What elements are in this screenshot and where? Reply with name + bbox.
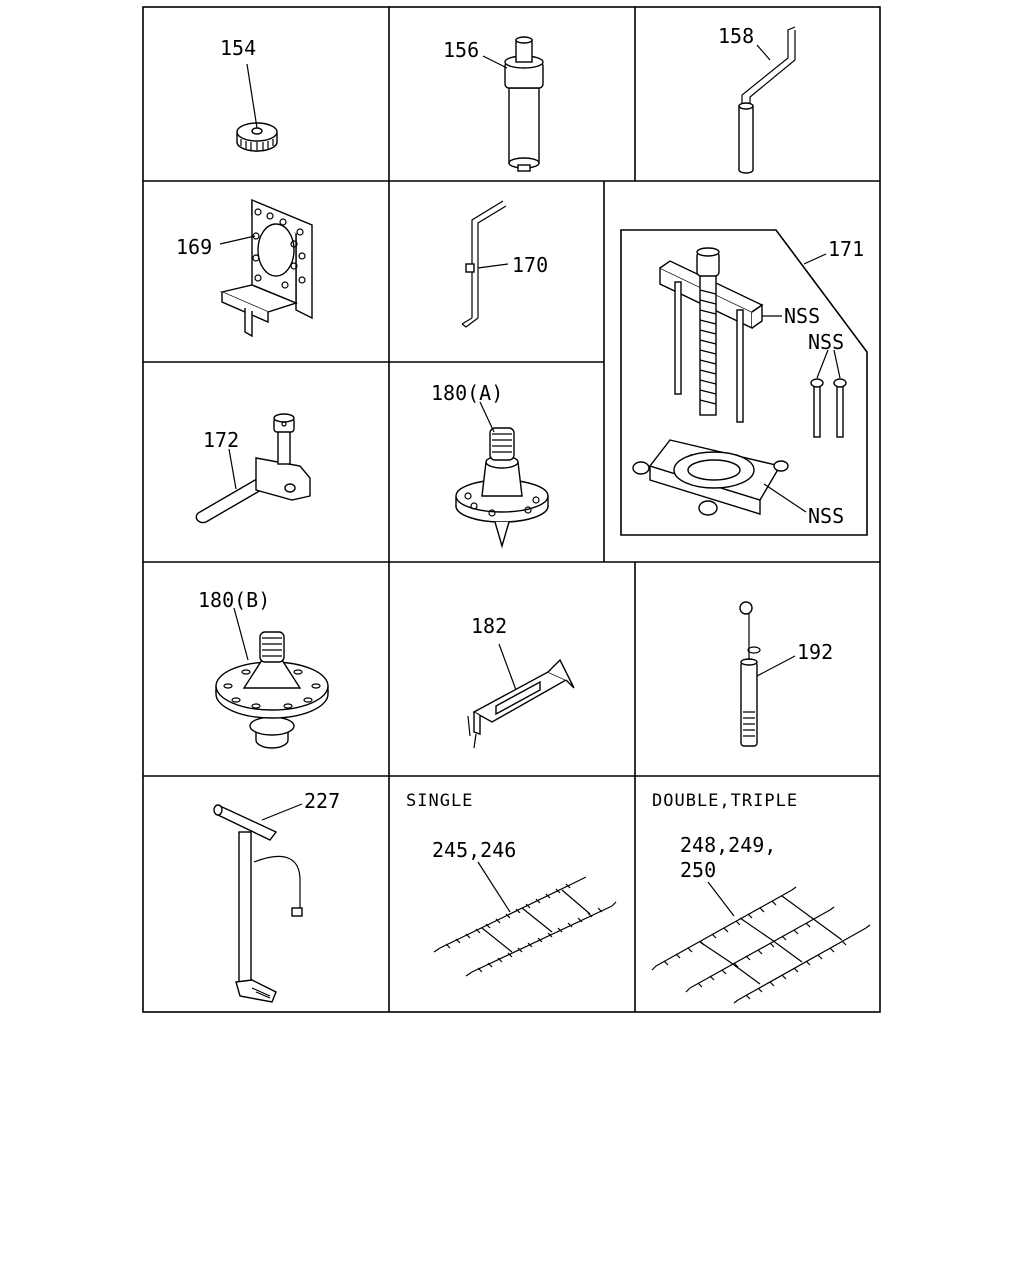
label-180b: 180(B) [198,588,270,612]
label-154: 154 [220,36,256,60]
label-180a: 180(A) [431,381,503,405]
label-250: 250 [680,858,716,882]
label-169: 169 [176,235,212,259]
part-180b-adapter: 180(B) [198,588,329,749]
part-169-bracket: 169 [176,198,313,338]
part-192-gauge: 192 [739,601,833,747]
label-182: 182 [471,614,507,638]
part-154-nut: 154 [220,36,278,152]
label-nss-a: NSS [784,304,820,328]
label-192: 192 [797,640,833,664]
label-171: 171 [828,237,864,261]
label-nss-b: NSS [808,330,844,354]
part-172-wrench: 172 [195,413,311,524]
part-170-rod: 170 [461,200,548,328]
label-158: 158 [718,24,754,48]
part-180a-adapter: 180(A) [431,381,549,549]
part-156-cylinder: 156 [443,36,544,172]
part-158-crank: 158 [718,24,796,174]
part-245-246-chains: SINGLE 245,246 [406,791,617,977]
part-227-pump: 227 [213,789,340,1003]
caption-double-triple: DOUBLE,TRIPLE [652,791,798,811]
part-248-250-chains: DOUBLE,TRIPLE 248,249, 250 [651,791,871,1004]
caption-single: SINGLE [406,791,473,811]
label-nss-c: NSS [808,504,844,528]
label-170: 170 [512,253,548,277]
label-227: 227 [304,789,340,813]
part-182-bracket: 182 [467,614,575,749]
label-172: 172 [203,428,239,452]
part-171-puller-set: 171 NSS NSS NSS [620,229,868,536]
label-248-249: 248,249, [680,833,776,857]
label-156: 156 [443,38,479,62]
grid-lines [142,6,881,1013]
label-245-246: 245,246 [432,838,516,862]
